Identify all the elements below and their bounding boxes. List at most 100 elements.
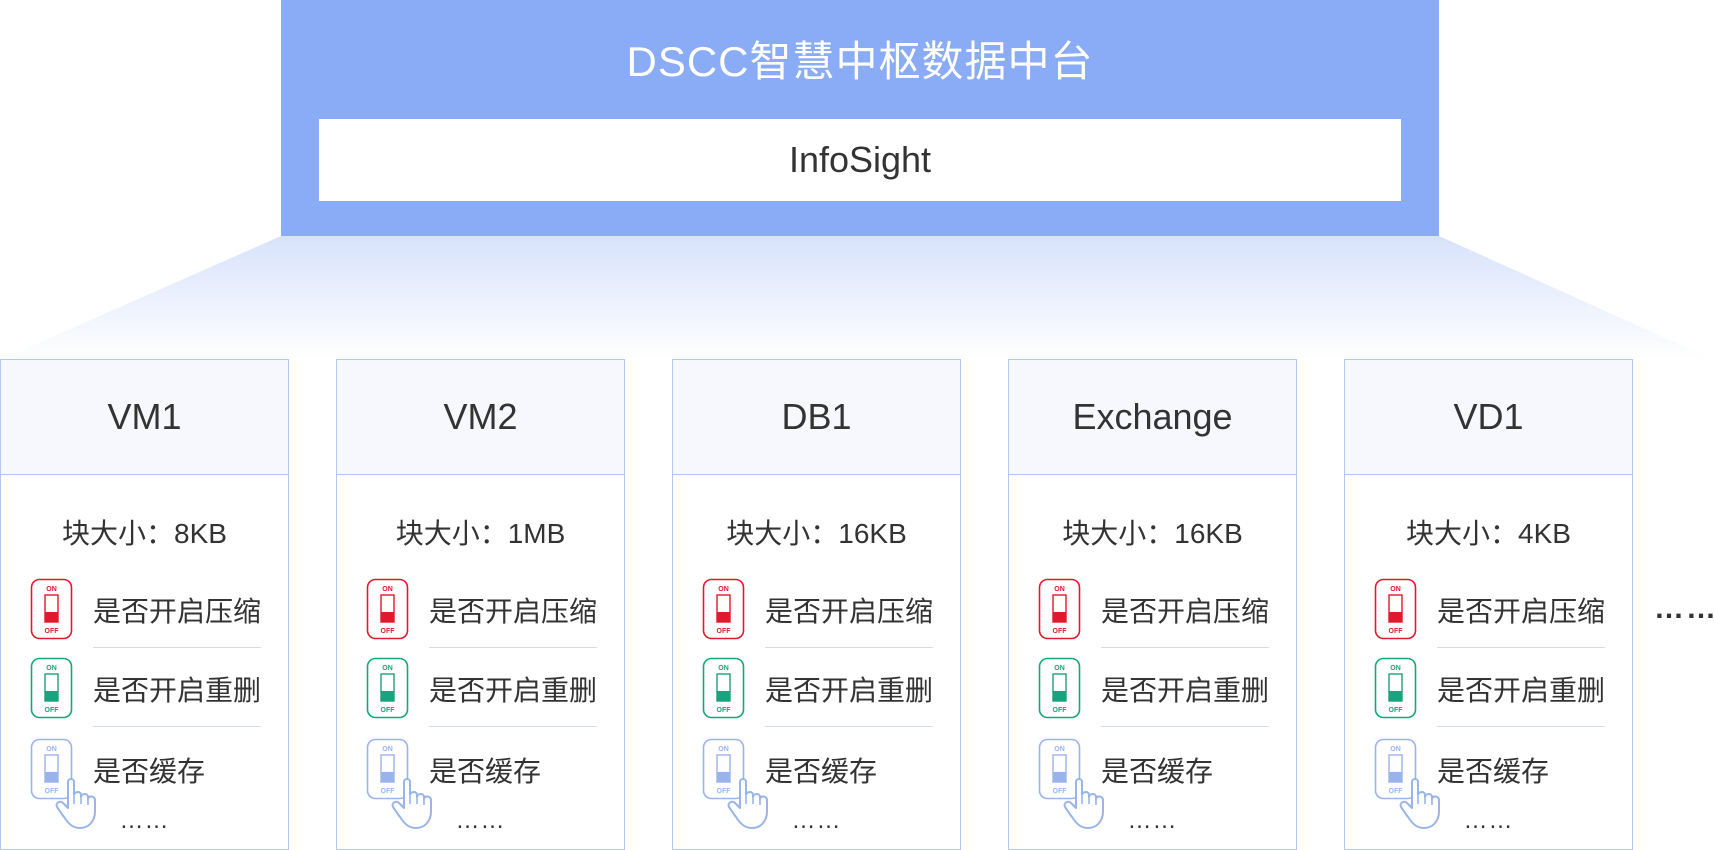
workload-name: Exchange — [1009, 360, 1296, 475]
option-label: 是否开启压缩 — [429, 596, 598, 627]
svg-text:ON: ON — [718, 586, 729, 593]
option-row[interactable]: ON OFF 是否开启压缩 — [337, 578, 624, 642]
svg-text:OFF: OFF — [1389, 707, 1404, 714]
option-label: 是否缓存 — [1437, 756, 1550, 787]
option-label: 是否开启重删 — [1437, 675, 1606, 706]
svg-text:ON: ON — [382, 586, 393, 593]
option-label: 是否开启重删 — [1101, 675, 1270, 706]
block-size: 块大小：1MB — [395, 518, 566, 549]
more-options-ellipsis: …… — [455, 807, 506, 834]
workload-name: VM1 — [1, 360, 288, 475]
svg-text:OFF: OFF — [1053, 707, 1068, 714]
option-row[interactable]: ON OFF 是否开启重删 — [337, 657, 624, 721]
svg-text:OFF: OFF — [1053, 788, 1068, 795]
toggle-switch-hand-icon[interactable]: ON OFF — [702, 738, 782, 835]
divider — [93, 726, 261, 727]
more-options-ellipsis: …… — [1463, 807, 1514, 834]
svg-text:ON: ON — [46, 665, 57, 672]
block-size: 块大小：16KB — [726, 518, 907, 549]
option-label: 是否缓存 — [1101, 756, 1214, 787]
svg-text:ON: ON — [1054, 665, 1065, 672]
option-label: 是否缓存 — [765, 756, 878, 787]
svg-text:ON: ON — [1054, 746, 1065, 753]
toggle-switch-off-icon[interactable]: ON OFF — [1038, 657, 1118, 754]
svg-text:ON: ON — [1390, 586, 1401, 593]
more-options-ellipsis: …… — [791, 807, 842, 834]
svg-text:OFF: OFF — [717, 707, 732, 714]
toggle-switch-off-icon[interactable]: ON OFF — [702, 657, 782, 754]
divider — [429, 647, 597, 648]
toggle-switch-on-icon[interactable]: ON OFF — [1374, 578, 1454, 675]
toggle-switch-hand-icon[interactable]: ON OFF — [1374, 738, 1454, 835]
workload-name: DB1 — [673, 360, 960, 475]
divider — [1437, 726, 1605, 727]
toggle-switch-off-icon[interactable]: ON OFF — [1374, 657, 1454, 754]
toggle-switch-on-icon[interactable]: ON OFF — [30, 578, 110, 675]
hub-fan-connector — [0, 236, 1714, 360]
more-options-ellipsis: …… — [1127, 807, 1178, 834]
svg-text:OFF: OFF — [45, 628, 60, 635]
divider — [1101, 726, 1269, 727]
svg-text:OFF: OFF — [381, 707, 396, 714]
option-row[interactable]: ON OFF 是否开启重删 — [1345, 657, 1632, 721]
svg-text:OFF: OFF — [1389, 628, 1404, 635]
block-size: 块大小：8KB — [62, 518, 227, 549]
svg-text:ON: ON — [382, 746, 393, 753]
svg-text:OFF: OFF — [45, 707, 60, 714]
svg-text:OFF: OFF — [717, 788, 732, 795]
svg-text:ON: ON — [1390, 746, 1401, 753]
svg-text:OFF: OFF — [381, 628, 396, 635]
divider — [93, 647, 261, 648]
data-platform-hub: DSCC智慧中枢数据中台 InfoSight — [281, 0, 1439, 236]
svg-text:ON: ON — [718, 665, 729, 672]
toggle-switch-off-icon[interactable]: ON OFF — [366, 657, 446, 754]
svg-text:OFF: OFF — [45, 788, 60, 795]
divider — [765, 726, 933, 727]
option-row[interactable]: ON OFF 是否缓存 — [1009, 738, 1296, 829]
divider — [1101, 647, 1269, 648]
more-workloads-ellipsis: …… — [1654, 592, 1714, 625]
option-row[interactable]: ON OFF 是否开启重删 — [1009, 657, 1296, 721]
svg-text:OFF: OFF — [717, 628, 732, 635]
workload-name: VD1 — [1345, 360, 1632, 475]
option-label: 是否缓存 — [93, 756, 206, 787]
toggle-switch-on-icon[interactable]: ON OFF — [366, 578, 446, 675]
option-label: 是否开启压缩 — [1101, 596, 1270, 627]
svg-text:ON: ON — [1054, 586, 1065, 593]
option-row[interactable]: ON OFF 是否开启压缩 — [1345, 578, 1632, 642]
hub-title: DSCC智慧中枢数据中台 — [626, 38, 1094, 85]
option-label: 是否开启重删 — [429, 675, 598, 706]
toggle-switch-hand-icon[interactable]: ON OFF — [366, 738, 446, 835]
divider — [765, 647, 933, 648]
svg-text:ON: ON — [382, 665, 393, 672]
toggle-switch-on-icon[interactable]: ON OFF — [702, 578, 782, 675]
divider — [1437, 647, 1605, 648]
svg-text:OFF: OFF — [381, 788, 396, 795]
svg-text:OFF: OFF — [1389, 788, 1404, 795]
svg-text:ON: ON — [718, 746, 729, 753]
toggle-switch-off-icon[interactable]: ON OFF — [30, 657, 110, 754]
svg-text:ON: ON — [46, 746, 57, 753]
workload-name: VM2 — [337, 360, 624, 475]
option-label: 是否开启压缩 — [93, 596, 262, 627]
infosight-label: InfoSight — [788, 139, 932, 180]
option-row[interactable]: ON OFF 是否缓存 — [1345, 738, 1632, 829]
toggle-switch-hand-icon[interactable]: ON OFF — [1038, 738, 1118, 835]
svg-text:ON: ON — [1390, 665, 1401, 672]
option-label: 是否开启压缩 — [1437, 596, 1606, 627]
option-row[interactable]: ON OFF 是否缓存 — [673, 738, 960, 829]
toggle-switch-hand-icon[interactable]: ON OFF — [30, 738, 110, 835]
option-row[interactable]: ON OFF 是否缓存 — [1, 738, 288, 829]
